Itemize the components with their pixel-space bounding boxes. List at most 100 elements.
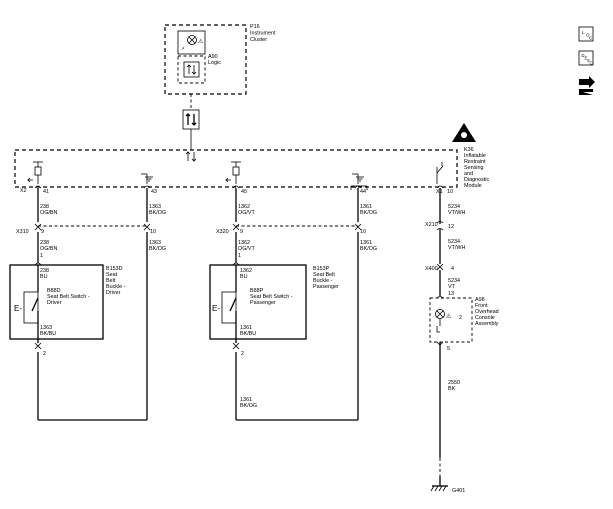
seatbelt-reminder-icon: ⚠ [198, 38, 204, 45]
color-bk-og-a: BK/OG [149, 210, 166, 216]
color-vt-wh-b: VT/WH [448, 245, 465, 251]
p16-ref: P16 [250, 24, 260, 30]
b153p-name-3: Passenger [313, 284, 339, 290]
driver-switch-actuator-icon: E- [14, 304, 22, 313]
pin-43: 43 [151, 189, 157, 195]
wire-1362-passenger [235, 188, 358, 421]
airbag-off-indicator-icon: ⚠ [446, 313, 452, 320]
k36-name-6: Module [464, 183, 482, 189]
circuit-5234-b: 5234 [448, 239, 460, 245]
wire-labels-middle: 238 OG/BN 1 1363 BK/OG 1362 OG/VT 1 1361… [40, 239, 465, 259]
passenger-switch-actuator-icon: E- [212, 304, 220, 313]
svg-text:D: D [582, 53, 585, 58]
a90-name: Logic [208, 60, 221, 66]
driver-switch-body [23, 291, 39, 324]
airbag-icon [452, 123, 476, 142]
color-vt-wh-a: VT/WH [448, 210, 465, 216]
pin-x1-10: 10 [447, 189, 453, 195]
color-bk-og-e: BK/OG [240, 403, 257, 409]
k36-ref: K36 [464, 147, 474, 153]
legend: L O C D E S C [578, 26, 595, 95]
inline-connector-x400: X400 4 5234 VT 13 [425, 263, 460, 297]
circuit-1363-c: 1363 [40, 325, 52, 331]
x400-pin-4: 4 [451, 266, 454, 272]
svg-text:L: L [582, 30, 585, 35]
circuit-1361-b: 1361 [360, 240, 372, 246]
circuit-1362-a: 1362 [238, 204, 250, 210]
k36-name-1: Inflatable [464, 153, 486, 159]
circuit-238-a: 238 [40, 204, 49, 210]
color-bu-a: BU [40, 274, 48, 280]
warning-lamp-box [177, 30, 206, 55]
b153p-name-1: Seat Belt [313, 272, 335, 278]
circuit-5234-c: 5234 [448, 278, 460, 284]
pin-41: 41 [43, 189, 49, 195]
instrument-cluster-module: P16 Instrument Cluster ⚠ ↗ A90 Logic [164, 24, 276, 95]
color-og-bn-b: OG/BN [40, 246, 57, 252]
overhead-console-assembly: A98 Front Overhead Console Assembly ⚠ 2 … [429, 296, 499, 392]
a98-name-2: Overhead [475, 309, 499, 315]
b153p-ref: B153P [313, 266, 330, 272]
p16-name-2: Cluster [250, 37, 267, 43]
svg-text:↗: ↗ [181, 46, 185, 51]
b88d-name-2: Driver [47, 300, 62, 306]
p16-name-1: Instrument [250, 31, 276, 37]
circuit-5234-a: 5234 [448, 204, 460, 210]
x320-label: X320 [216, 229, 229, 235]
b153p-pin-1: 1 [238, 253, 241, 259]
b153d-name-1: Seat [106, 272, 118, 278]
connector-hand-icon[interactable] [579, 76, 595, 95]
color-bk-og-d: BK/OG [360, 246, 377, 252]
b88d-ref: B88D [47, 288, 61, 294]
circuit-1363-b: 1363 [149, 240, 161, 246]
color-bk-og-c: BK/OG [149, 246, 166, 252]
ground-g401: G401 [430, 485, 465, 494]
x2-connector: X2 41 43 45 44 X1 10 [20, 185, 453, 195]
svg-text:S: S [587, 58, 590, 63]
svg-text:C: C [589, 36, 593, 41]
circuit-1361-d: 1361 [240, 397, 252, 403]
data-link-icon [183, 61, 200, 78]
a98-pin-5: 5 [447, 346, 450, 352]
b153d-ref: B153D [106, 266, 123, 272]
x210-label: X210 [425, 222, 438, 228]
b153d-pin-1: 1 [40, 253, 43, 259]
indicator-lamp-icon [187, 35, 197, 45]
b88d-name-1: Seat Belt Switch - [47, 294, 90, 300]
inline-connector-x310: X310 9 10 [16, 223, 156, 235]
color-bu-b: BU [240, 274, 248, 280]
a98-name-4: Assembly [475, 321, 499, 327]
circuit-1361-c: 1361 [240, 325, 252, 331]
b153d-name-2: Belt [106, 278, 116, 284]
passenger-switch-contact [229, 297, 237, 312]
circuit-1362-c: 1362 [240, 268, 252, 274]
b153p-name-2: Buckle - [313, 278, 333, 284]
k36-name-2: Restraint [464, 159, 486, 165]
passenger-seat-belt-buckle: B153P Seat Belt Buckle - Passenger 1362 … [209, 262, 339, 409]
color-vt: VT [448, 284, 456, 290]
svg-text:O: O [586, 33, 590, 38]
internal-circuit-45 [225, 161, 241, 184]
color-bk-bu-b: BK/BU [240, 331, 256, 337]
x310-label: X310 [16, 229, 29, 235]
description-icon[interactable]: D E S C [578, 50, 594, 66]
driver-seat-belt-buckle: B153D Seat Belt Buckle - Driver 238 BU E… [9, 262, 126, 357]
passenger-airbag-lamp-icon [435, 309, 445, 319]
internal-ground-43 [141, 173, 153, 184]
k36-name-3: Sensing [464, 165, 483, 171]
b88p-name-1: Seat Belt Switch - [250, 294, 293, 300]
inline-connector-x210: X210 12 [425, 221, 454, 231]
svg-text:C: C [590, 61, 593, 66]
x320-pin-10: 10 [360, 229, 366, 235]
a98-pin-2: 2 [459, 315, 462, 321]
a90-ref: A90 [208, 54, 218, 60]
location-code-icon[interactable]: L O C [578, 26, 594, 42]
circuit-238-b: 238 [40, 240, 49, 246]
driver-switch-contact [31, 297, 39, 312]
b153d-name-3: Buckle - [106, 284, 126, 290]
passenger-switch-body [221, 291, 237, 324]
wire-238-driver [37, 188, 147, 421]
svg-text:E: E [585, 56, 588, 61]
color-og-vt-a: OG/VT [238, 210, 255, 216]
color-og-bn-a: OG/BN [40, 210, 57, 216]
